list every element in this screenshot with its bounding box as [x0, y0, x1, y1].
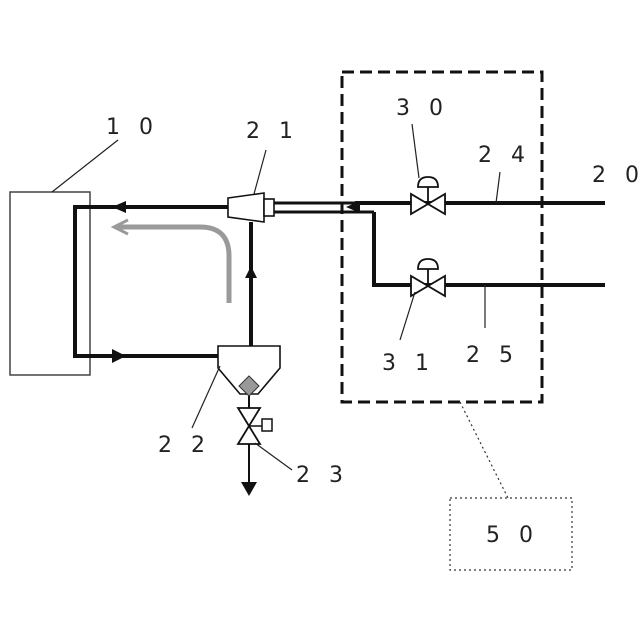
- flow-arrowhead-left: [112, 201, 126, 213]
- label-20: 2 0: [592, 163, 640, 188]
- label-21: 2 1: [246, 119, 299, 144]
- unit-10-box: [10, 192, 90, 375]
- label-24: 2 4: [478, 143, 531, 168]
- flow-direction-arrow: [118, 227, 229, 303]
- valve-31: [411, 259, 445, 296]
- drain-valve-23: [238, 408, 272, 444]
- label-25: 2 5: [466, 343, 519, 368]
- leader-22: [192, 366, 220, 428]
- leader-24: [496, 172, 500, 203]
- label-23: 2 3: [296, 463, 349, 488]
- dotted-link-50: [460, 402, 508, 498]
- ejector-21-nozzle: [264, 199, 274, 216]
- valve-30: [411, 177, 445, 214]
- pipe-25: [374, 212, 605, 285]
- flow-arrowhead-right: [112, 349, 126, 363]
- leader-23: [255, 443, 292, 470]
- leader-30: [412, 124, 419, 178]
- riser-arrowhead: [245, 266, 257, 278]
- leader-21: [254, 150, 266, 194]
- label-10: 1 0: [106, 115, 159, 140]
- leader-31: [400, 292, 415, 340]
- ejector-21: [228, 193, 264, 222]
- leader-10: [52, 140, 118, 192]
- label-22: 2 2: [158, 433, 211, 458]
- label-30: 3 0: [396, 96, 449, 121]
- label-50: 5 0: [486, 523, 539, 548]
- label-31: 3 1: [382, 351, 435, 376]
- drain-arrowhead: [241, 482, 257, 496]
